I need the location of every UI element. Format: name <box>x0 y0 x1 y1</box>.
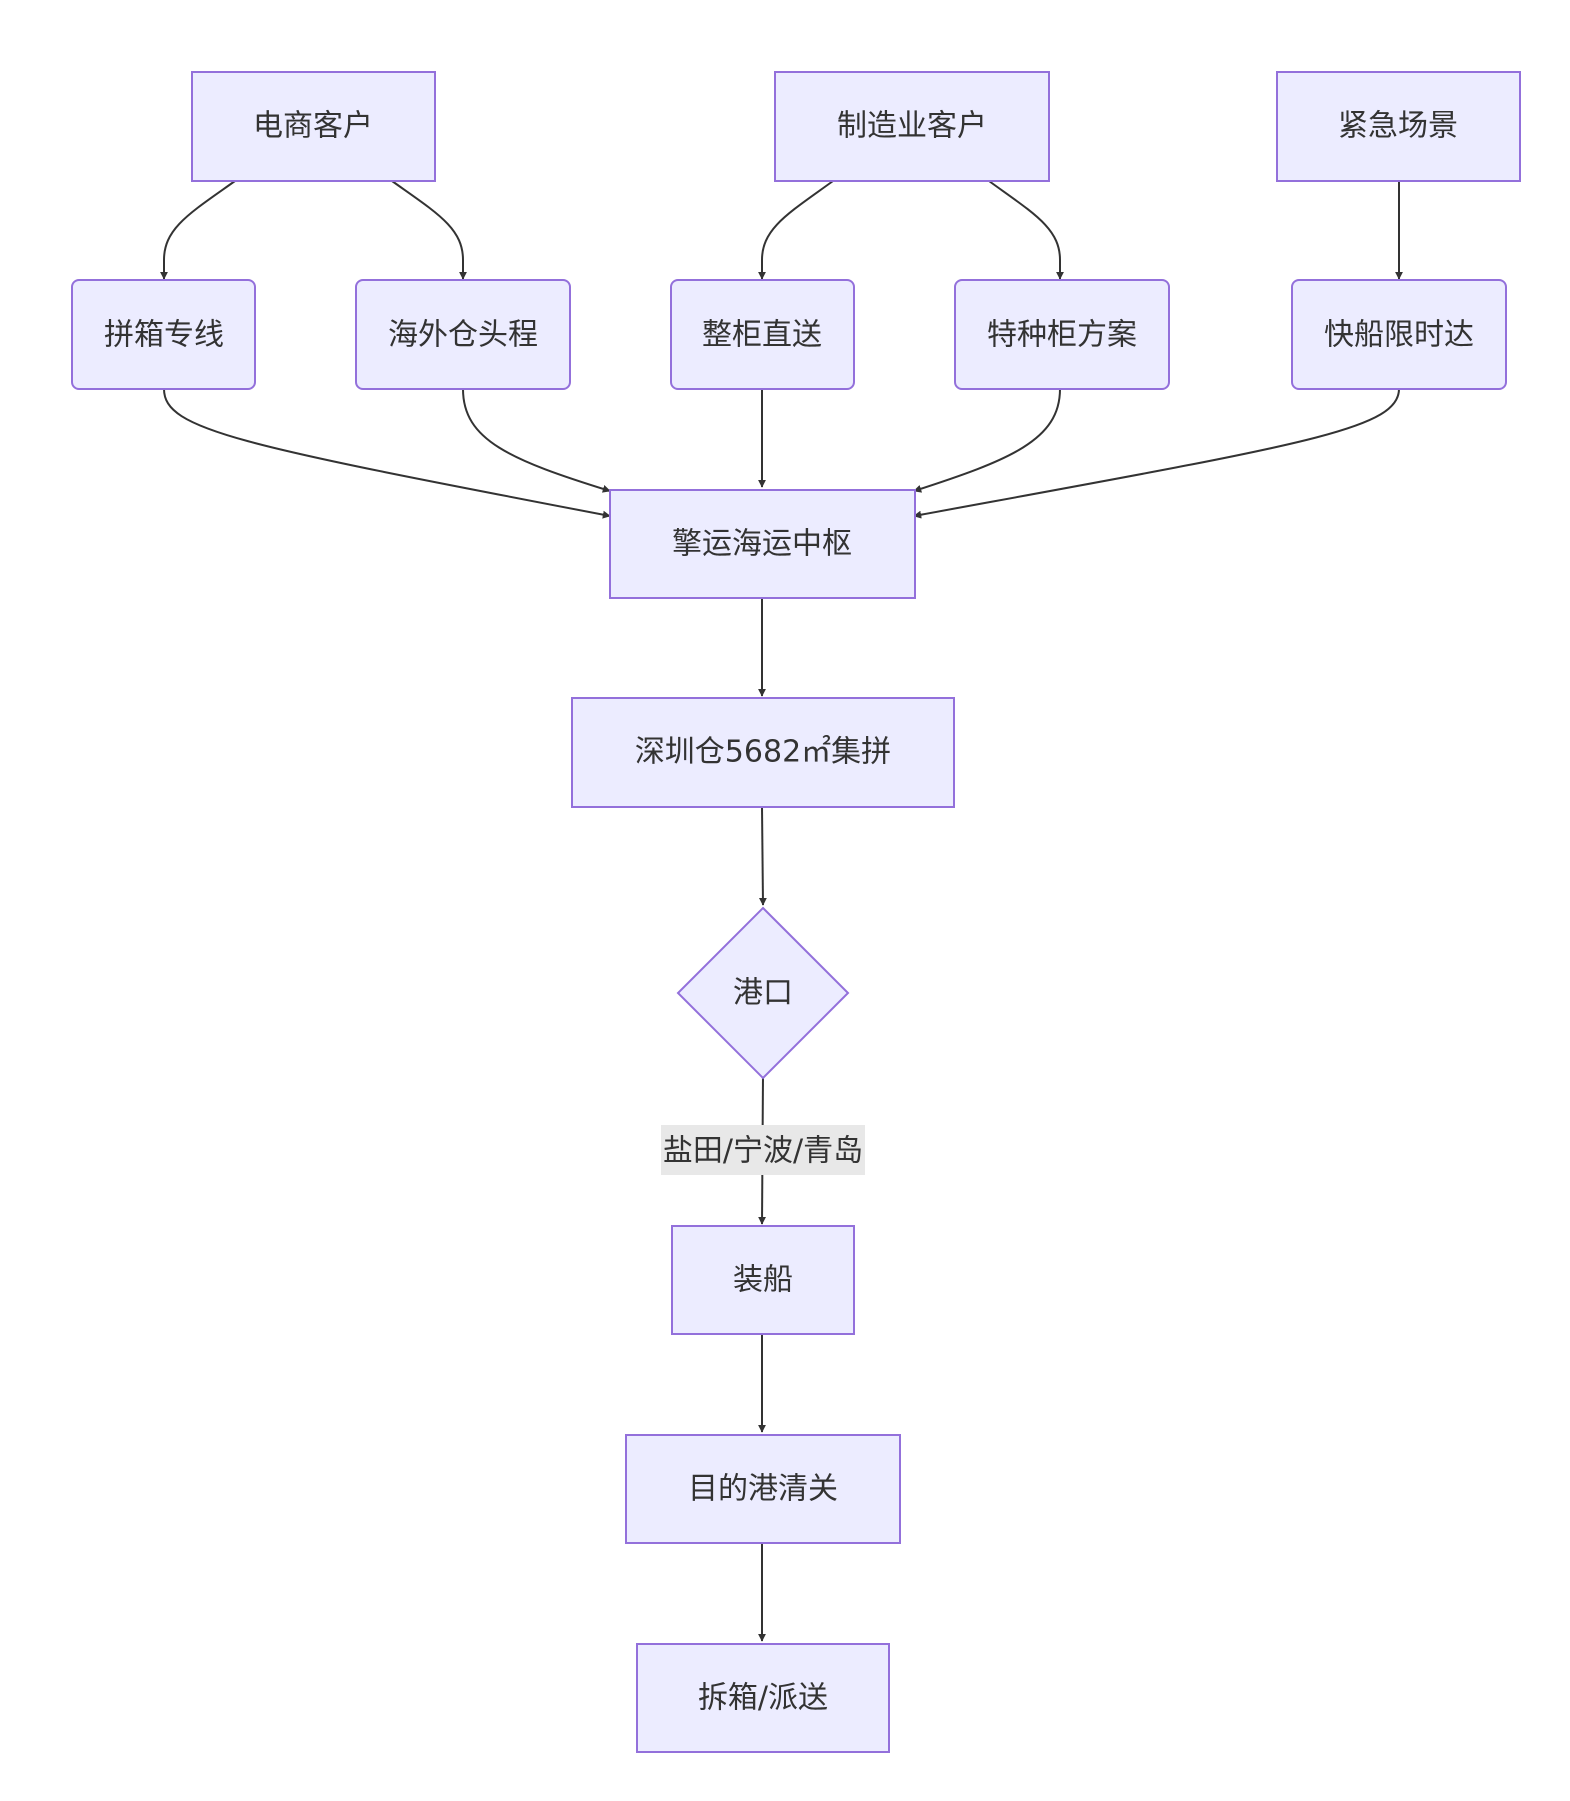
node-label: 深圳仓5682㎡集拼 <box>635 735 891 770</box>
node-label: 特种柜方案 <box>987 318 1137 353</box>
node-ecommerce: 电商客户 <box>191 71 436 182</box>
node-fcl-direct: 整柜直送 <box>670 279 855 390</box>
edge-overseas-hub <box>462 388 611 493</box>
node-warehouse: 深圳仓5682㎡集拼 <box>571 697 955 808</box>
node-label: 制造业客户 <box>837 109 987 144</box>
node-manufacturing: 制造业客户 <box>774 71 1050 182</box>
node-delivery: 拆箱/派送 <box>636 1643 890 1753</box>
edge-ecommerce-overseas <box>391 180 467 280</box>
edge-manufacturing-special <box>988 180 1064 280</box>
edge-manufacturing-fcl <box>758 180 834 280</box>
node-fast-ship: 快船限时达 <box>1291 279 1507 390</box>
node-label: 装船 <box>733 1263 793 1298</box>
node-overseas-first-leg: 海外仓头程 <box>355 279 571 390</box>
node-port: 港口 <box>676 906 850 1080</box>
node-label: 擎运海运中枢 <box>672 527 852 562</box>
edge-special-hub <box>913 388 1061 493</box>
node-label: 港口 <box>733 976 793 1011</box>
node-lcl-line: 拼箱专线 <box>71 279 256 390</box>
node-label: 整柜直送 <box>702 318 822 353</box>
edge-label-port-loading: 盐田/宁波/青岛 <box>661 1125 865 1175</box>
node-loading: 装船 <box>671 1225 855 1335</box>
node-label: 拆箱/派送 <box>698 1681 828 1716</box>
edges <box>160 180 1403 1642</box>
node-urgent: 紧急场景 <box>1276 71 1521 182</box>
edge-label-text: 盐田/宁波/青岛 <box>663 1134 863 1169</box>
node-customs: 目的港清关 <box>625 1434 901 1544</box>
edge-ecommerce-lcl <box>160 180 236 280</box>
node-label: 电商客户 <box>253 109 373 144</box>
node-label: 目的港清关 <box>688 1472 838 1507</box>
node-hub: 擎运海运中枢 <box>609 489 916 599</box>
node-special-container: 特种柜方案 <box>954 279 1170 390</box>
node-label: 海外仓头程 <box>388 318 538 353</box>
edge-fastship-hub <box>913 388 1400 519</box>
edge-lcl-hub <box>163 388 611 519</box>
node-label: 快船限时达 <box>1324 318 1474 353</box>
edge-warehouse-port <box>758 806 767 906</box>
node-label: 紧急场景 <box>1338 109 1458 144</box>
node-label: 拼箱专线 <box>104 318 224 353</box>
